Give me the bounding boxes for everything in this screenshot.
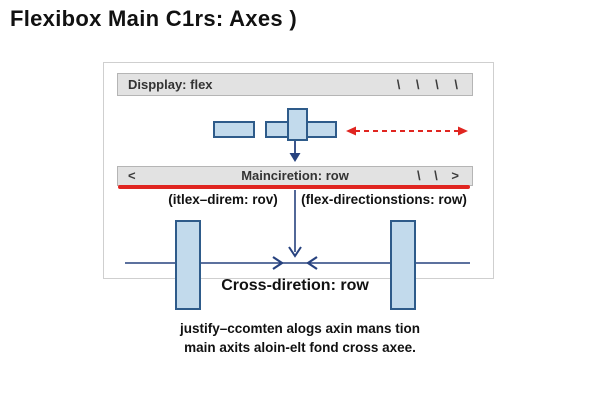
caption-line-1: justify–ccomten alogs axin mans tion	[179, 321, 421, 336]
display-bar-tick-marks: \ \ \ \	[396, 77, 464, 92]
main-axis-red-underline	[118, 185, 470, 189]
flex-direction-label-right: (flex-directionstions: row)	[301, 192, 467, 207]
flex-direction-label-left: (itlex–direm: rov)	[168, 192, 278, 207]
page-title: Flexibox Main C1rs: Axes )	[10, 6, 297, 31]
flex-item-box-vertical	[287, 108, 308, 141]
tall-flex-item-left	[175, 220, 201, 310]
caption-line-2: main axits aloin-elt fond cross axee.	[184, 339, 416, 355]
caption-text: justify–ccomten alogs axin mans tion mai…	[100, 320, 500, 358]
display-flex-label: Dispplay: flex	[128, 77, 213, 92]
main-direction-bar: < Mainciretion: row \ \ >	[117, 166, 473, 186]
flex-item-box-left	[213, 121, 255, 138]
main-bar-tick-marks: \ \ >	[416, 168, 464, 183]
tall-flex-item-right	[390, 220, 416, 310]
left-chevron-icon: <	[128, 168, 136, 183]
display-flex-bar: Dispplay: flex \ \ \ \	[117, 73, 473, 96]
main-direction-label: Mainciretion: row	[241, 168, 349, 183]
cross-direction-label: Cross-diretion: row	[221, 277, 369, 294]
